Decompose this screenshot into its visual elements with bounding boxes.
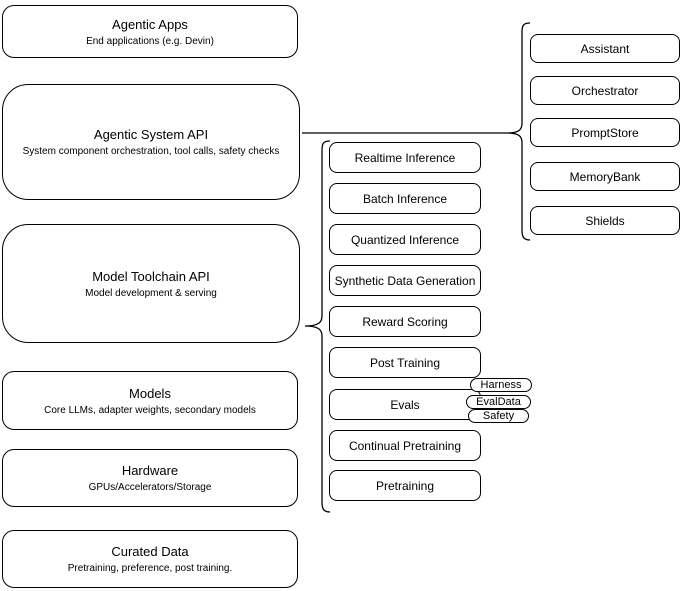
component-assistant: Assistant [530,34,680,63]
box-title: Hardware [121,463,179,478]
box-subtitle: GPUs/Accelerators/Storage [88,482,212,493]
box-agentic-apps: Agentic Apps End applications (e.g. Devi… [2,5,298,58]
eval-tag-harness: Harness [470,378,532,392]
toolchain-item-realtime-inference: Realtime Inference [329,142,481,173]
toolchain-item-reward-scoring: Reward Scoring [329,306,481,337]
box-subtitle: Pretraining, preference, post training. [67,563,233,574]
toolchain-item-continual-pretraining: Continual Pretraining [329,430,481,461]
box-hardware: Hardware GPUs/Accelerators/Storage [2,449,298,507]
toolchain-item-batch-inference: Batch Inference [329,183,481,214]
box-agentic-system-api: Agentic System API System component orch… [2,84,300,200]
component-promptstore: PromptStore [530,118,680,147]
toolchain-item-quantized-inference: Quantized Inference [329,224,481,255]
box-title: Models [129,385,171,401]
box-model-toolchain-api: Model Toolchain API Model development & … [2,224,300,343]
toolchain-item-pretraining: Pretraining [329,470,481,501]
toolchain-brace [304,140,331,513]
box-title: Model Toolchain API [92,268,210,284]
box-curated-data: Curated Data Pretraining, preference, po… [2,530,298,588]
box-subtitle: Model development & serving [85,287,217,299]
box-title: Agentic Apps [112,16,188,32]
box-subtitle: Core LLMs, adapter weights, secondary mo… [44,404,256,416]
components-brace [506,22,531,241]
toolchain-item-synthetic-data-generation: Synthetic Data Generation [329,265,481,296]
eval-tag-evaldata: EvalData [466,395,531,409]
component-memorybank: MemoryBank [530,162,680,191]
box-models: Models Core LLMs, adapter weights, secon… [2,371,298,430]
eval-tag-safety: Safety [468,409,529,423]
box-title: Curated Data [111,544,189,559]
box-subtitle: End applications (e.g. Devin) [86,35,214,47]
toolchain-item-evals: Evals [329,389,481,420]
component-orchestrator: Orchestrator [530,76,680,105]
box-title: Agentic System API [93,127,209,142]
box-subtitle: System component orchestration, tool cal… [22,146,280,157]
toolchain-item-post-training: Post Training [329,347,481,378]
component-shields: Shields [530,206,680,235]
